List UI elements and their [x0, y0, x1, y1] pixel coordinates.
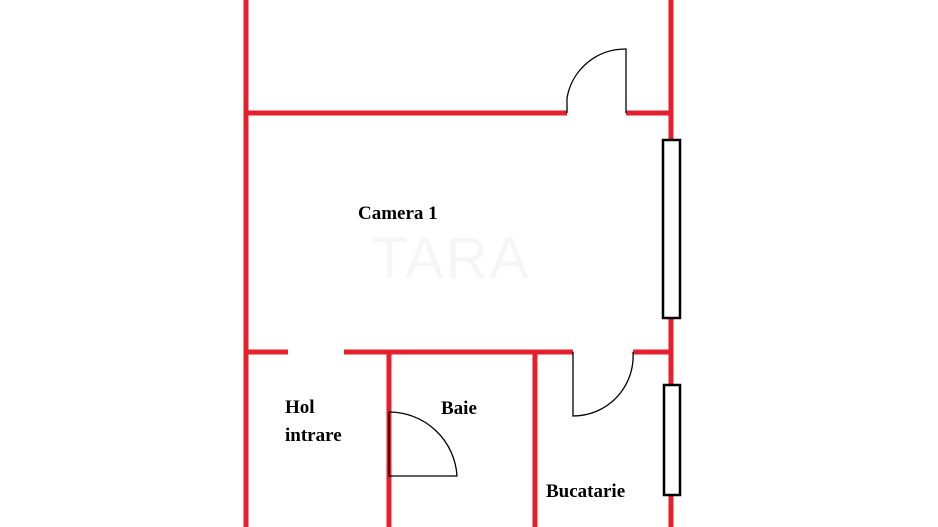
window-room1	[661, 138, 682, 320]
door-kitchen	[572, 351, 634, 417]
doors	[388, 48, 634, 477]
label-baie: Baie	[441, 398, 477, 419]
room-labels: Camera 1 Hol intrare Baie Bucatarie	[285, 203, 625, 502]
watermark: TARA	[372, 226, 530, 291]
door-top	[566, 48, 627, 113]
label-camera-1: Camera 1	[358, 203, 438, 224]
window-kitchen	[662, 383, 682, 497]
label-bucatarie: Bucatarie	[546, 481, 625, 502]
windows	[661, 138, 682, 497]
label-hol-line1: Hol	[285, 397, 315, 418]
label-hol-line2: intrare	[285, 425, 342, 446]
door-bathroom	[388, 411, 458, 477]
